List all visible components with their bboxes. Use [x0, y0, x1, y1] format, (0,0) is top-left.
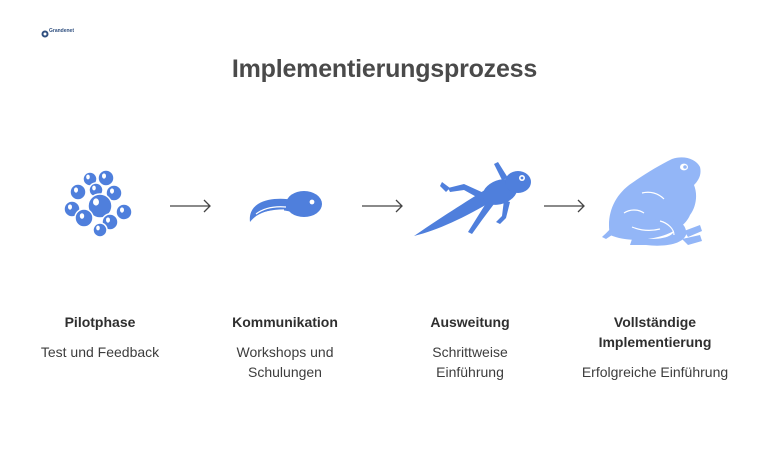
arrow-right-icon: [544, 199, 585, 213]
step-title: Vollständige Implementierung: [598, 314, 712, 350]
step-pilotphase: Pilotphase Test und Feedback: [0, 312, 200, 362]
step-ausweitung: Ausweitung Schrittweise Einführung: [405, 312, 535, 382]
step-title: Ausweitung: [430, 314, 510, 330]
page-title: Implementierungsprozess: [231, 55, 538, 83]
step-title: Kommunikation: [232, 314, 338, 330]
step-description: Schrittweise Einführung: [432, 344, 508, 380]
step-vollstaendige-implementierung: Vollständige Implementierung Erfolgreich…: [580, 312, 730, 382]
step-kommunikation: Kommunikation Workshops und Schulungen: [215, 312, 355, 382]
tadpole-icon: [249, 191, 322, 222]
frog-icon: [602, 157, 702, 246]
step-description: Workshops und Schulungen: [236, 344, 334, 380]
arrow-right-icon: [170, 199, 211, 213]
logo-icon: [41, 30, 49, 38]
frog-eggs-icon: [63, 169, 133, 238]
step-description: Test und Feedback: [40, 344, 160, 360]
arrow-right-icon: [362, 199, 403, 213]
froglet-icon: [414, 162, 531, 236]
step-title: Pilotphase: [64, 314, 136, 330]
logo: Grandenet: [40, 27, 84, 43]
step-description: Erfolgreiche Einführung: [581, 364, 729, 380]
logo-text: Grandenet: [49, 28, 75, 34]
